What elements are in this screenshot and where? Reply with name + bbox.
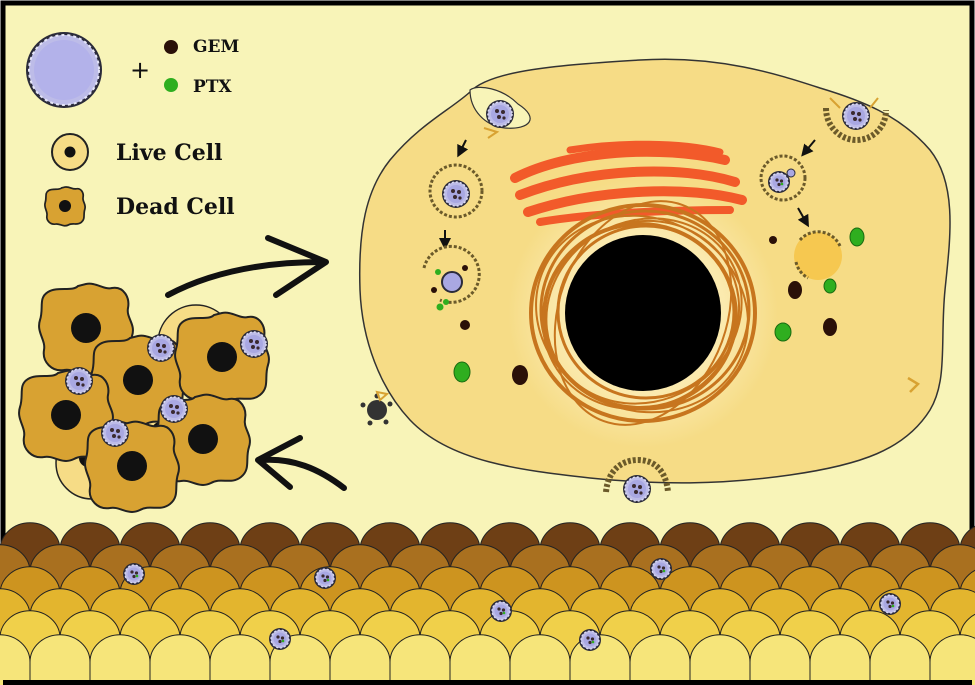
tissue-cell bbox=[89, 634, 151, 685]
releasing-endosome bbox=[422, 244, 481, 305]
tissue-cell bbox=[0, 634, 31, 685]
tissue-cell bbox=[749, 634, 811, 685]
legend bbox=[26, 32, 178, 227]
tissue-cell bbox=[149, 634, 211, 685]
nanoparticle bbox=[122, 562, 146, 586]
ptx-drug bbox=[849, 227, 865, 247]
gem-legend-dot bbox=[164, 40, 178, 54]
gem-drug bbox=[788, 281, 802, 299]
tissue-cell bbox=[689, 634, 751, 685]
endocytic-pit bbox=[823, 97, 889, 144]
nanoparticle bbox=[649, 557, 673, 581]
tissue-cell bbox=[809, 634, 871, 685]
nanoparticle bbox=[578, 628, 602, 652]
gem-label: GEM bbox=[193, 37, 240, 57]
nanoparticle bbox=[489, 599, 513, 623]
tissue-cell bbox=[389, 634, 451, 685]
endocytic-pit-bottom bbox=[603, 456, 671, 504]
nanoparticle bbox=[313, 566, 337, 590]
tissue-cell bbox=[509, 634, 571, 685]
live-cell-legend-icon bbox=[51, 133, 89, 171]
ptx-drug bbox=[453, 361, 471, 383]
gem-drug bbox=[512, 365, 528, 385]
tissue-cell bbox=[329, 634, 391, 685]
arrow-to-cell bbox=[165, 259, 325, 298]
ptx-legend-dot bbox=[164, 78, 178, 92]
dead-cell bbox=[90, 334, 186, 427]
golgi-apparatus bbox=[510, 140, 747, 226]
large-cell bbox=[358, 58, 951, 504]
ptx-drug bbox=[823, 278, 837, 294]
endosome bbox=[759, 154, 807, 202]
degraded-nanoparticle bbox=[360, 390, 393, 426]
flow-arrows bbox=[165, 235, 347, 491]
ptx-label: PTX bbox=[193, 77, 232, 97]
endoplasmic-reticulum bbox=[529, 200, 757, 426]
nanoparticle bbox=[878, 592, 902, 616]
tissue-layer bbox=[0, 522, 975, 685]
dead-cell bbox=[174, 311, 270, 404]
nanoparticle bbox=[146, 333, 176, 363]
ptx-drug bbox=[774, 322, 792, 342]
plus-sign: + bbox=[130, 56, 151, 84]
tissue-cell bbox=[209, 634, 271, 685]
dead-cell bbox=[18, 369, 114, 462]
tissue-cell bbox=[29, 634, 91, 685]
nanoparticle bbox=[100, 418, 130, 448]
dead-cell bbox=[155, 393, 251, 486]
dead-cell bbox=[84, 420, 180, 513]
live-cell-label: Live Cell bbox=[116, 140, 223, 166]
dead-cell-label: Dead Cell bbox=[116, 194, 235, 220]
dead-cell bbox=[38, 282, 134, 375]
arrow-to-cluster bbox=[259, 456, 347, 491]
nanoparticle-legend-icon bbox=[26, 32, 102, 108]
nanoparticle bbox=[64, 366, 94, 396]
tumor-cell-cluster bbox=[18, 282, 270, 513]
tissue-cell bbox=[449, 634, 511, 685]
endosome bbox=[428, 163, 484, 219]
entering-nanoparticle bbox=[485, 99, 515, 129]
nucleus bbox=[565, 235, 721, 391]
dead-cell-legend-icon bbox=[43, 186, 87, 227]
tissue-cell bbox=[629, 634, 691, 685]
tissue-cell bbox=[869, 634, 931, 685]
gem-drug bbox=[460, 320, 470, 330]
nanoparticle bbox=[159, 394, 189, 424]
gem-drug bbox=[823, 318, 837, 336]
tissue-cell bbox=[929, 634, 975, 685]
nanoparticle bbox=[268, 627, 292, 651]
nanoparticle bbox=[239, 329, 269, 359]
releasing-endosome bbox=[794, 230, 842, 280]
